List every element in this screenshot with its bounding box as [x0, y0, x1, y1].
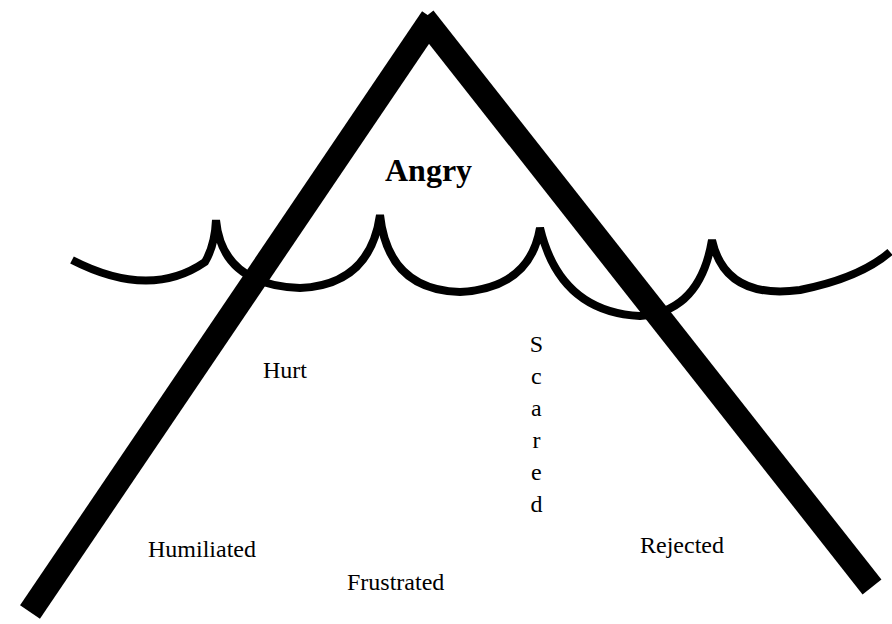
iceberg-left-side — [30, 18, 432, 612]
hidden-emotion: Scared — [528, 328, 545, 520]
surface-emotion: Angry — [385, 153, 472, 188]
water-line — [72, 215, 890, 316]
iceberg-right-side — [424, 18, 872, 587]
hidden-emotion: Humiliated — [148, 536, 256, 562]
hidden-emotion: Frustrated — [347, 569, 444, 595]
hidden-emotion: Rejected — [640, 532, 724, 558]
hidden-emotion: Hurt — [263, 357, 307, 383]
